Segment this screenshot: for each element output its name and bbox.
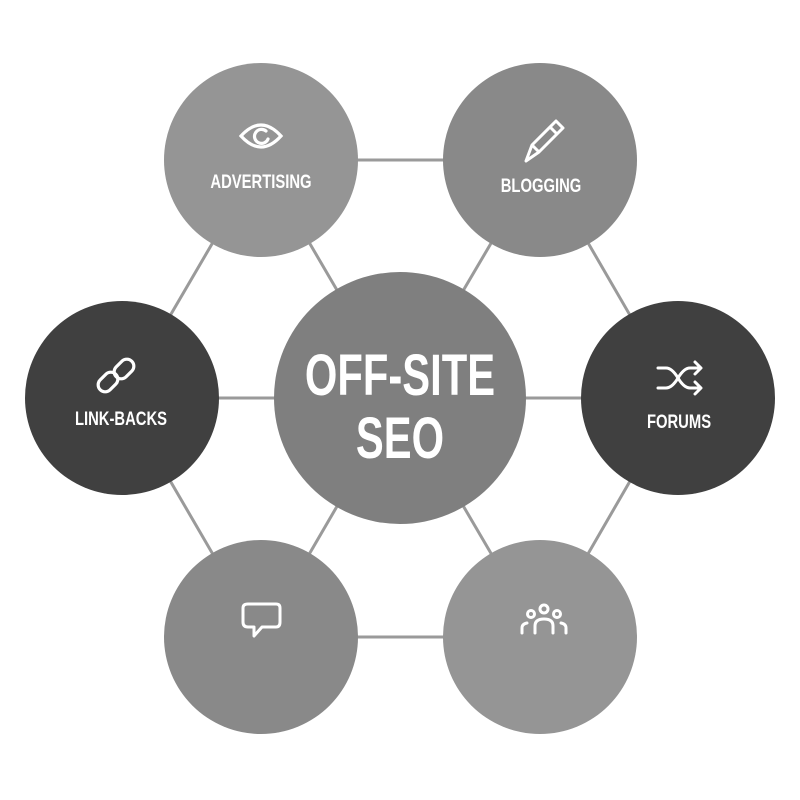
speech-bubble-icon <box>241 602 282 638</box>
node-label-blogging: BLOGGING <box>501 175 582 196</box>
node-circle-comments <box>164 540 358 734</box>
center-title-line1: OFF-SITE <box>305 342 495 407</box>
node-circle-community <box>443 540 637 734</box>
center-title-line2: SEO <box>356 405 444 470</box>
link-icon <box>96 357 136 394</box>
node-circle-advertising <box>164 63 358 257</box>
center-node: OFF-SITE SEO <box>274 272 526 524</box>
node-circle-blogging <box>443 63 637 257</box>
eye-icon <box>238 123 284 149</box>
center-circle <box>274 272 526 524</box>
node-circle-link-backs <box>25 301 219 495</box>
pencil-icon <box>524 119 565 163</box>
node-label-link-backs: LINK-BACKS <box>75 408 167 429</box>
users-icon <box>520 603 568 635</box>
shuffle-icon <box>656 360 703 396</box>
node-circle-forums <box>581 301 775 495</box>
node-label-forums: FORUMS <box>647 411 711 432</box>
node-label-advertising: ADVERTISING <box>210 171 311 192</box>
